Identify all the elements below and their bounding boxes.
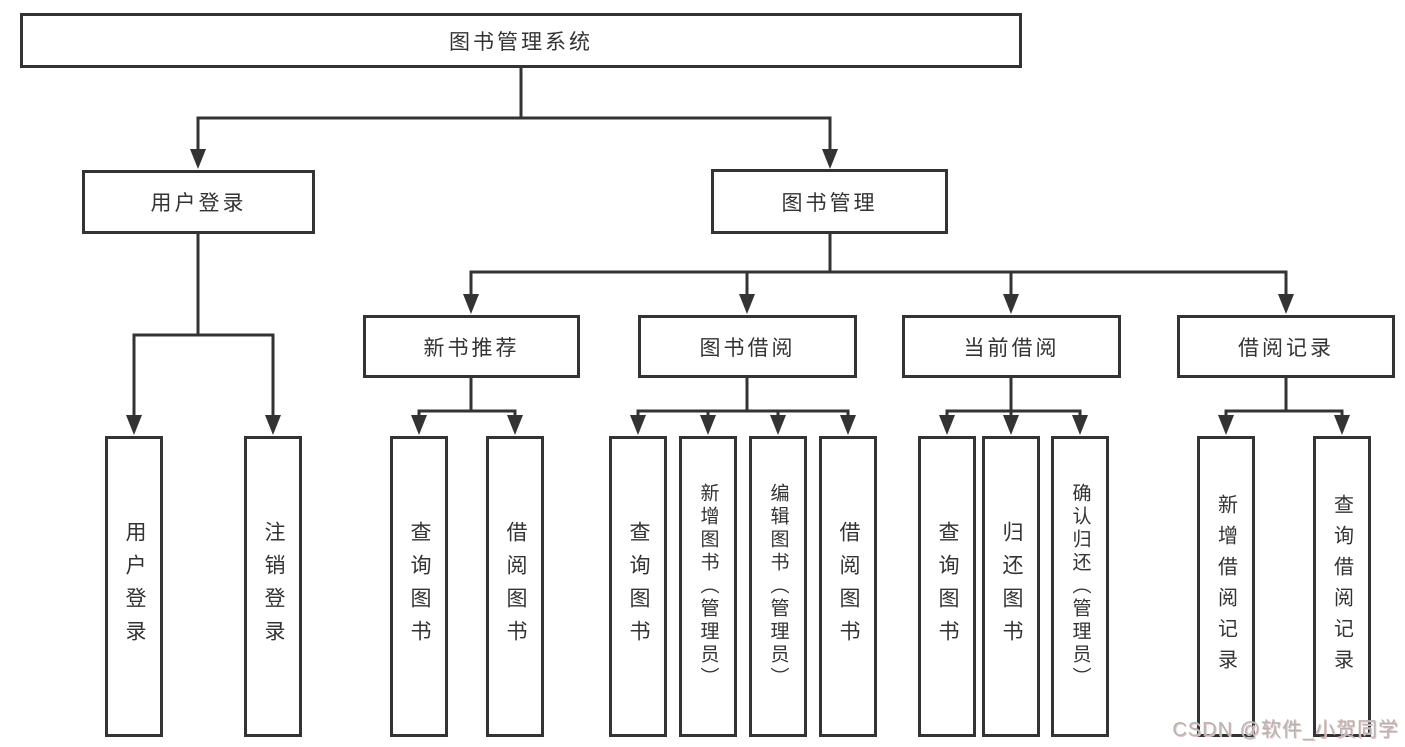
leaf-recommend-query-book: 查询图书 xyxy=(390,436,448,737)
leaf-borrow-borrow-book: 借阅图书 xyxy=(819,436,877,737)
node-new-book-recommend: 新书推荐 xyxy=(363,315,580,378)
node-user-login: 用户登录 xyxy=(82,170,315,234)
node-book-borrow: 图书借阅 xyxy=(638,315,857,378)
node-root-system: 图书管理系统 xyxy=(20,13,1022,68)
leaf-current-confirm-return-admin: 确认归还（管理员） xyxy=(1051,436,1109,737)
leaf-records-query-borrow-record: 查询借阅记录 xyxy=(1313,436,1371,737)
node-book-management: 图书管理 xyxy=(711,169,948,234)
leaf-borrow-add-book-admin: 新增图书（管理员） xyxy=(679,436,737,737)
leaf-borrow-edit-book-admin: 编辑图书（管理员） xyxy=(749,436,807,737)
csdn-watermark: CSDN @软件_小贺同学 xyxy=(1172,719,1399,741)
leaf-borrow-query-book: 查询图书 xyxy=(609,436,667,737)
leaf-current-query-book: 查询图书 xyxy=(918,436,976,737)
leaf-user-login: 用户登录 xyxy=(105,436,163,737)
arrowheads xyxy=(126,149,1350,435)
leaf-recommend-borrow-book: 借阅图书 xyxy=(486,436,544,737)
leaf-logout-login: 注销登录 xyxy=(244,436,302,737)
leaf-records-add-borrow-record: 新增借阅记录 xyxy=(1197,436,1255,737)
leaf-current-return-book: 归还图书 xyxy=(982,436,1040,737)
tree-edges xyxy=(132,68,1344,417)
node-current-borrow: 当前借阅 xyxy=(902,315,1121,378)
node-borrow-records: 借阅记录 xyxy=(1177,315,1395,378)
